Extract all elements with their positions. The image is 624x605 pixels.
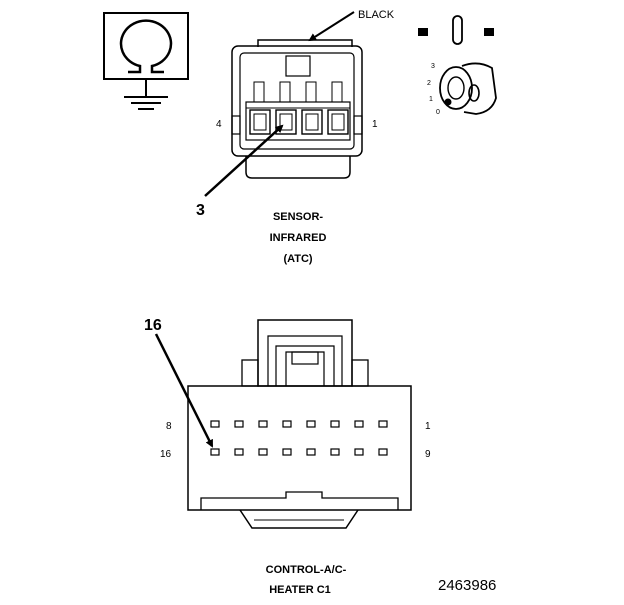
- control-connector: 8 1 16 9 16 CONTROL-A/C- HEATER C1: [144, 317, 431, 596]
- sensor-caption-line1: SENSOR-: [273, 211, 323, 223]
- ignition-position-1: 1: [429, 96, 433, 103]
- ignition-position-0: 0: [436, 109, 440, 116]
- control-pin-row-1: [210, 420, 388, 428]
- control-row1-left-label: 8: [166, 421, 172, 432]
- control-callout-pin: 16: [144, 317, 162, 334]
- sensor-callout-pin: 3: [196, 202, 205, 219]
- control-row2-right-label: 9: [425, 449, 431, 460]
- control-pin-row-2: [210, 448, 388, 456]
- sensor-pin-4: [249, 81, 271, 135]
- figure-number: 2463986: [438, 577, 496, 594]
- control-caption-line1: CONTROL-A/C-: [266, 564, 347, 576]
- sensor-callout-arrow: [204, 124, 284, 197]
- black-color-label: BLACK: [358, 9, 395, 21]
- ignition-key-icon: 3 2 1 0: [418, 15, 497, 116]
- ohmmeter-ground-icon: [103, 12, 189, 110]
- sensor-caption-line2: INFRARED: [270, 232, 327, 244]
- ignition-position-2: 2: [427, 80, 431, 87]
- black-label-arrow: [308, 11, 355, 42]
- control-row2-left-label: 16: [160, 449, 172, 460]
- sensor-caption-line3: (ATC): [283, 253, 312, 265]
- ignition-position-3: 3: [431, 63, 435, 70]
- sensor-pin-2: [301, 81, 323, 135]
- sensor-pin-3: [275, 81, 297, 135]
- control-row1-right-label: 1: [425, 421, 431, 432]
- sensor-pin-4-label: 4: [216, 119, 222, 130]
- control-callout-arrow: [154, 333, 214, 448]
- sensor-pin-1: [327, 81, 349, 135]
- sensor-connector: BLACK: [196, 9, 395, 265]
- sensor-pin-1-label: 1: [372, 119, 378, 130]
- control-caption-line2: HEATER C1: [269, 584, 331, 596]
